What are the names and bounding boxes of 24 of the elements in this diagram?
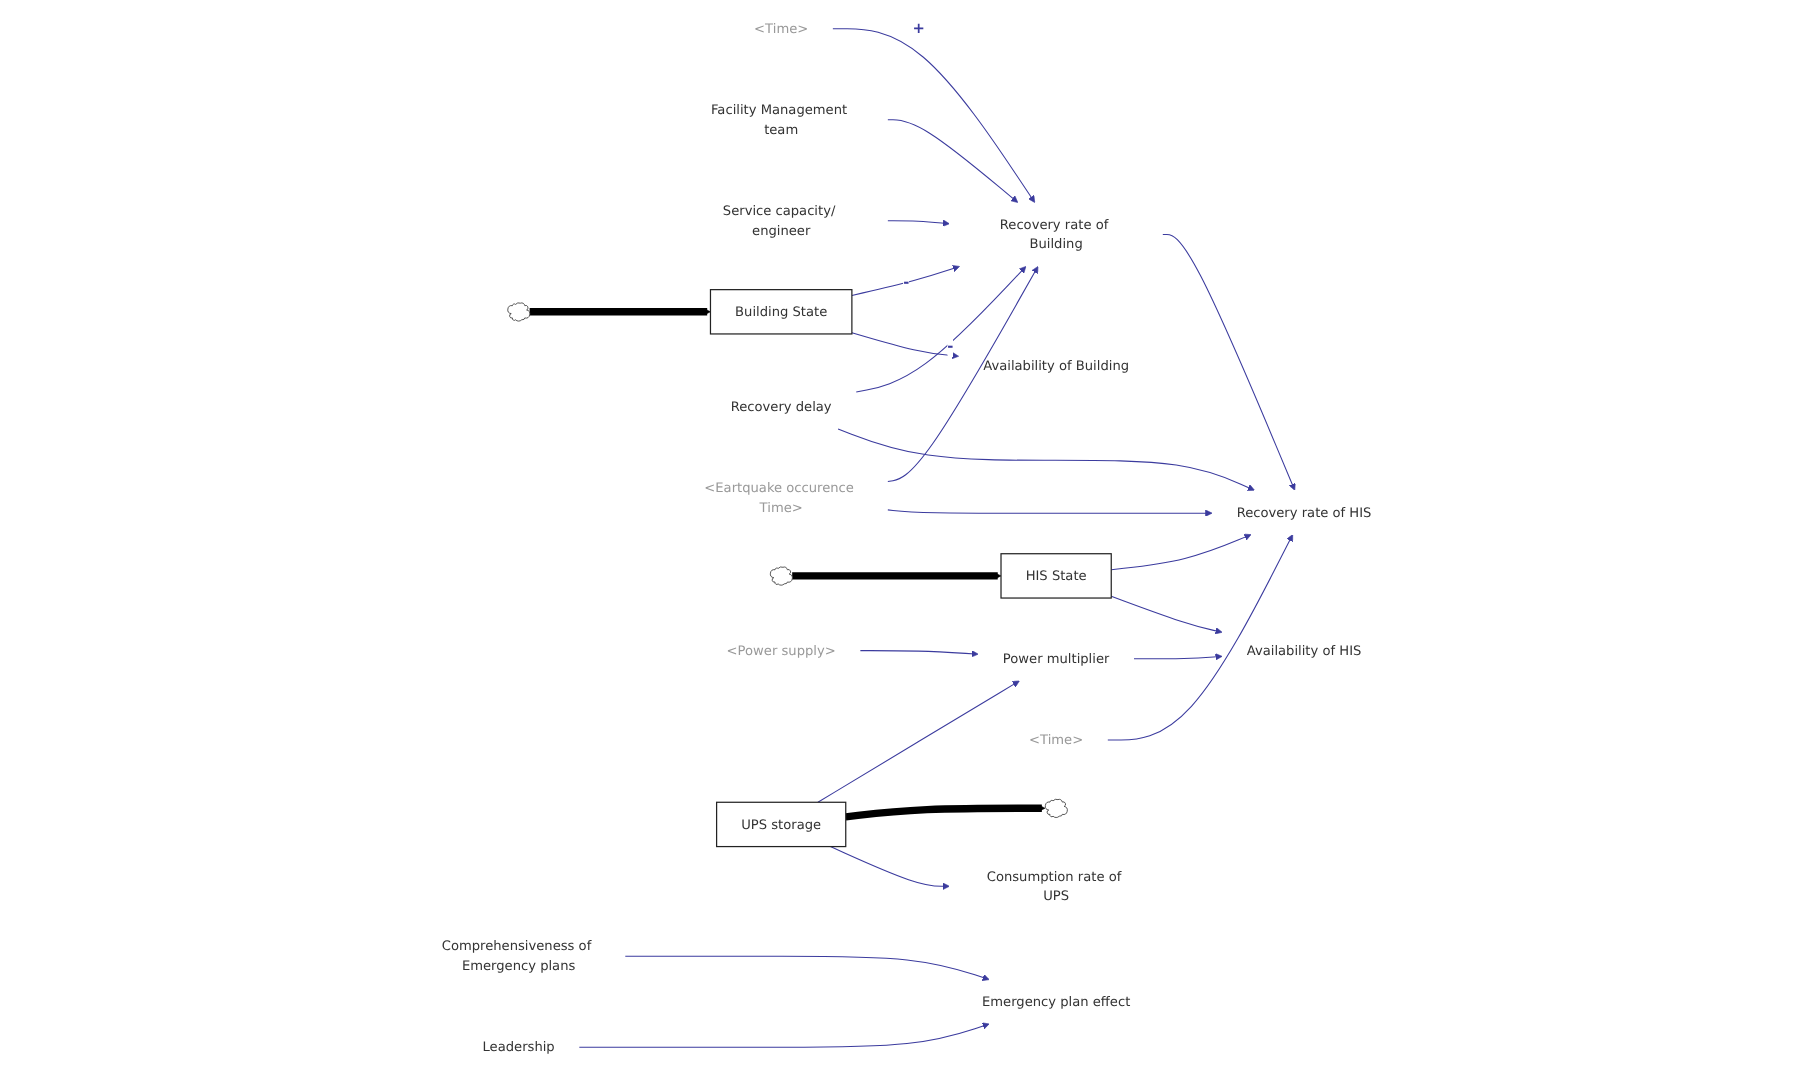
arrow: [829, 846, 950, 890]
arrow: [1133, 653, 1223, 661]
arrow: [529, 308, 711, 316]
node-cloud: [507, 302, 531, 322]
arrow: [1162, 233, 1296, 491]
arrow: [887, 219, 950, 227]
arrow: [1110, 533, 1252, 571]
arrow: [1110, 595, 1223, 635]
arrow: [887, 509, 1213, 517]
node-cloud: [769, 566, 793, 586]
arrow: [624, 955, 990, 981]
arrow: [1107, 534, 1293, 741]
arrow: [851, 332, 959, 360]
arrow: [887, 266, 1039, 482]
arrow: [837, 428, 1255, 491]
arrow: [817, 680, 1020, 803]
arrow: [855, 266, 1027, 393]
arrow: [859, 650, 979, 658]
arrow: [887, 119, 1019, 203]
arrow: [578, 1022, 990, 1048]
node-cloud: [1044, 798, 1068, 818]
arrow: [845, 804, 1046, 821]
arrow: [832, 28, 1036, 203]
arrow: [792, 572, 1002, 580]
